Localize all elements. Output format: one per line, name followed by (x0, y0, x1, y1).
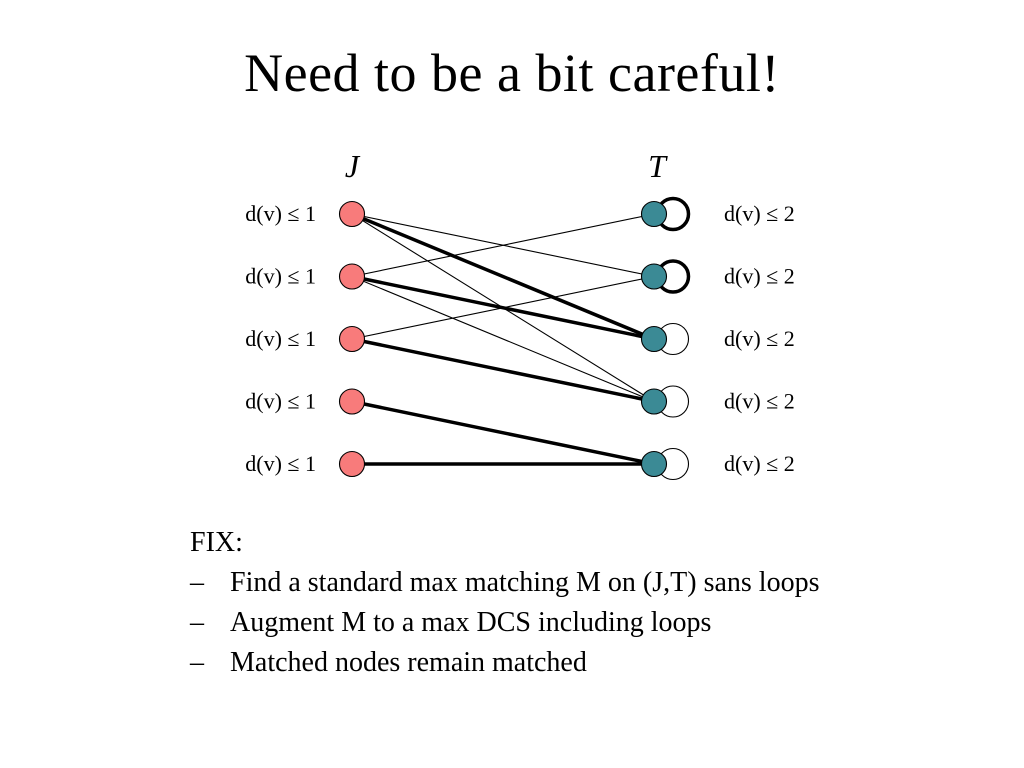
right-node (640, 388, 668, 415)
left-node (338, 325, 366, 353)
right-degree-label: d(v) ≤ 2 (724, 389, 795, 414)
left-degree-label: d(v) ≤ 1 (245, 451, 316, 476)
left-degree-label: d(v) ≤ 1 (245, 326, 316, 351)
fix-item-text: Find a standard max matching M on (J,T) … (230, 567, 820, 598)
left-set-label: J (345, 148, 361, 184)
fix-item: – Find a standard max matching M on (J,T… (190, 563, 840, 603)
bullet-dash: – (190, 607, 204, 638)
fix-list: – Find a standard max matching M on (J,T… (190, 563, 840, 683)
fix-item-text: Matched nodes remain matched (230, 647, 587, 678)
right-degree-label: d(v) ≤ 2 (724, 264, 795, 289)
bullet-dash: – (190, 567, 204, 598)
left-node (338, 450, 366, 478)
left-node (338, 388, 366, 415)
left-degree-label: d(v) ≤ 1 (245, 201, 316, 226)
edge (351, 275, 655, 403)
right-node (640, 263, 668, 290)
bullet-dash: – (190, 647, 204, 678)
matched-edge (350, 399, 656, 466)
matched-edge (350, 337, 656, 404)
slide-title: Need to be a bit careful! (244, 43, 780, 103)
matched-edge (350, 212, 656, 341)
edges-layer (350, 212, 656, 466)
labels-layer: J T d(v) ≤ 1 d(v) ≤ 1 d(v) ≤ 1 d(v) ≤ 1 d(v)… (245, 148, 794, 476)
left-degree-label: d(v) ≤ 1 (245, 264, 316, 289)
right-node (640, 325, 668, 353)
nodes-layer (338, 200, 668, 478)
loops-layer (655, 196, 691, 481)
right-degree-label: d(v) ≤ 2 (724, 201, 795, 226)
right-node (640, 200, 668, 228)
right-degree-label: d(v) ≤ 2 (724, 451, 795, 476)
right-node (640, 450, 668, 478)
edge (351, 213, 655, 278)
fix-block: FIX: – Find a standard max matching M on… (190, 523, 840, 683)
left-node (338, 200, 366, 228)
fix-item-text: Augment M to a max DCS including loops (230, 607, 712, 638)
right-degree-label: d(v) ≤ 2 (724, 326, 795, 351)
fix-item: – Matched nodes remain matched (190, 643, 840, 683)
left-degree-label: d(v) ≤ 1 (245, 389, 316, 414)
fix-heading: FIX: (190, 527, 243, 558)
right-set-label: T (648, 148, 668, 184)
edge (351, 275, 655, 340)
left-node (338, 263, 366, 290)
fix-item: – Augment M to a max DCS including loops (190, 603, 840, 643)
